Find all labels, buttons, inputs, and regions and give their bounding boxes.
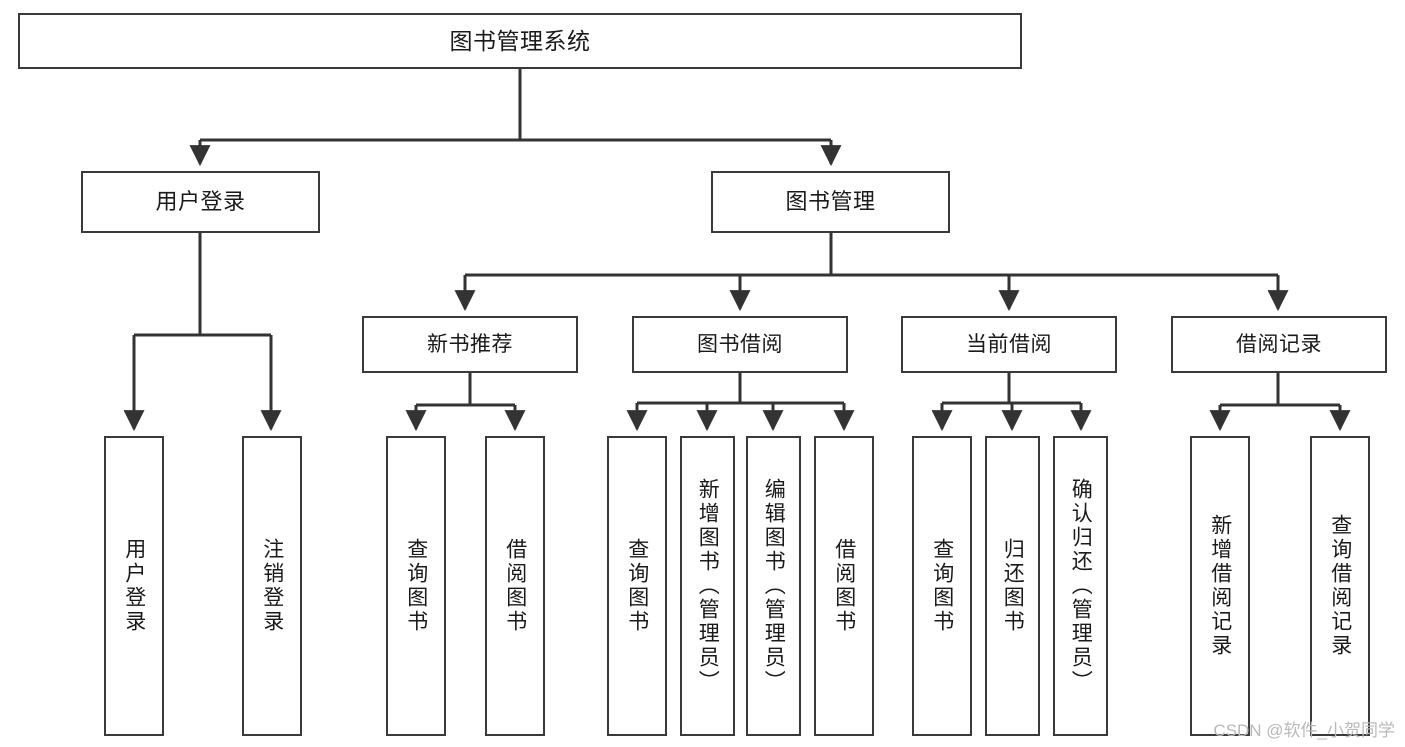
- node-label: 用户登录: [155, 189, 246, 214]
- node-label: 新增图书（管理员）: [696, 478, 720, 694]
- edge-group-new-books: [405, 373, 526, 432]
- node-label: 图书管理系统: [449, 27, 591, 54]
- csdn-watermark: CSDN @软件_小贺同学: [1213, 721, 1395, 740]
- leaf-borrow-books-new[interactable]: 借阅图书: [485, 436, 545, 736]
- node-borrowing-records[interactable]: 借阅记录: [1171, 316, 1387, 373]
- node-label: 新增借阅记录: [1208, 514, 1232, 658]
- leaf-query-books-borrow[interactable]: 查询图书: [607, 436, 667, 736]
- node-new-book-recommendation[interactable]: 新书推荐: [362, 316, 578, 373]
- node-label: 借阅图书: [503, 538, 527, 634]
- leaf-lend-books[interactable]: 借阅图书: [814, 436, 874, 736]
- leaf-user-logout[interactable]: 注销登录: [242, 436, 302, 736]
- node-book-borrowing[interactable]: 图书借阅: [632, 316, 848, 373]
- node-label: 查询图书: [404, 538, 428, 634]
- leaf-return-books[interactable]: 归还图书: [985, 436, 1040, 736]
- node-user-login[interactable]: 用户登录: [81, 171, 320, 233]
- edge-group-user-login: [123, 233, 282, 432]
- edge-group-current: [931, 373, 1092, 432]
- node-label: 借阅图书: [832, 538, 856, 634]
- node-label: 当前借阅: [966, 333, 1052, 356]
- node-label: 图书管理: [785, 189, 876, 214]
- node-label: 用户登录: [122, 538, 146, 634]
- node-label: 确认归还（管理员）: [1069, 478, 1093, 694]
- leaf-add-book-admin[interactable]: 新增图书（管理员）: [680, 436, 735, 736]
- node-label: 注销登录: [260, 538, 284, 634]
- node-label: 查询借阅记录: [1328, 514, 1352, 658]
- node-root-book-management-system[interactable]: 图书管理系统: [18, 13, 1022, 69]
- leaf-query-borrow-record[interactable]: 查询借阅记录: [1310, 436, 1370, 736]
- node-label: 新书推荐: [427, 333, 513, 356]
- edge-group-borrow: [626, 373, 855, 432]
- node-label: 借阅记录: [1236, 333, 1322, 356]
- leaf-edit-book-admin[interactable]: 编辑图书（管理员）: [746, 436, 801, 736]
- node-book-management[interactable]: 图书管理: [711, 171, 950, 233]
- edge-group-records: [1209, 373, 1351, 432]
- edge-group-book-mgmt: [454, 233, 1289, 312]
- leaf-query-books-current[interactable]: 查询图书: [912, 436, 972, 736]
- node-label: 查询图书: [625, 538, 649, 634]
- leaf-confirm-return-admin[interactable]: 确认归还（管理员）: [1053, 436, 1108, 736]
- node-current-borrowing[interactable]: 当前借阅: [901, 316, 1117, 373]
- leaf-query-books-new[interactable]: 查询图书: [386, 436, 446, 736]
- edge-group-root: [189, 69, 842, 167]
- node-label: 图书借阅: [697, 333, 783, 356]
- node-label: 编辑图书（管理员）: [762, 478, 786, 694]
- node-label: 查询图书: [930, 538, 954, 634]
- leaf-user-login[interactable]: 用户登录: [104, 436, 164, 736]
- node-label: 归还图书: [1001, 538, 1025, 634]
- leaf-add-borrow-record[interactable]: 新增借阅记录: [1190, 436, 1250, 736]
